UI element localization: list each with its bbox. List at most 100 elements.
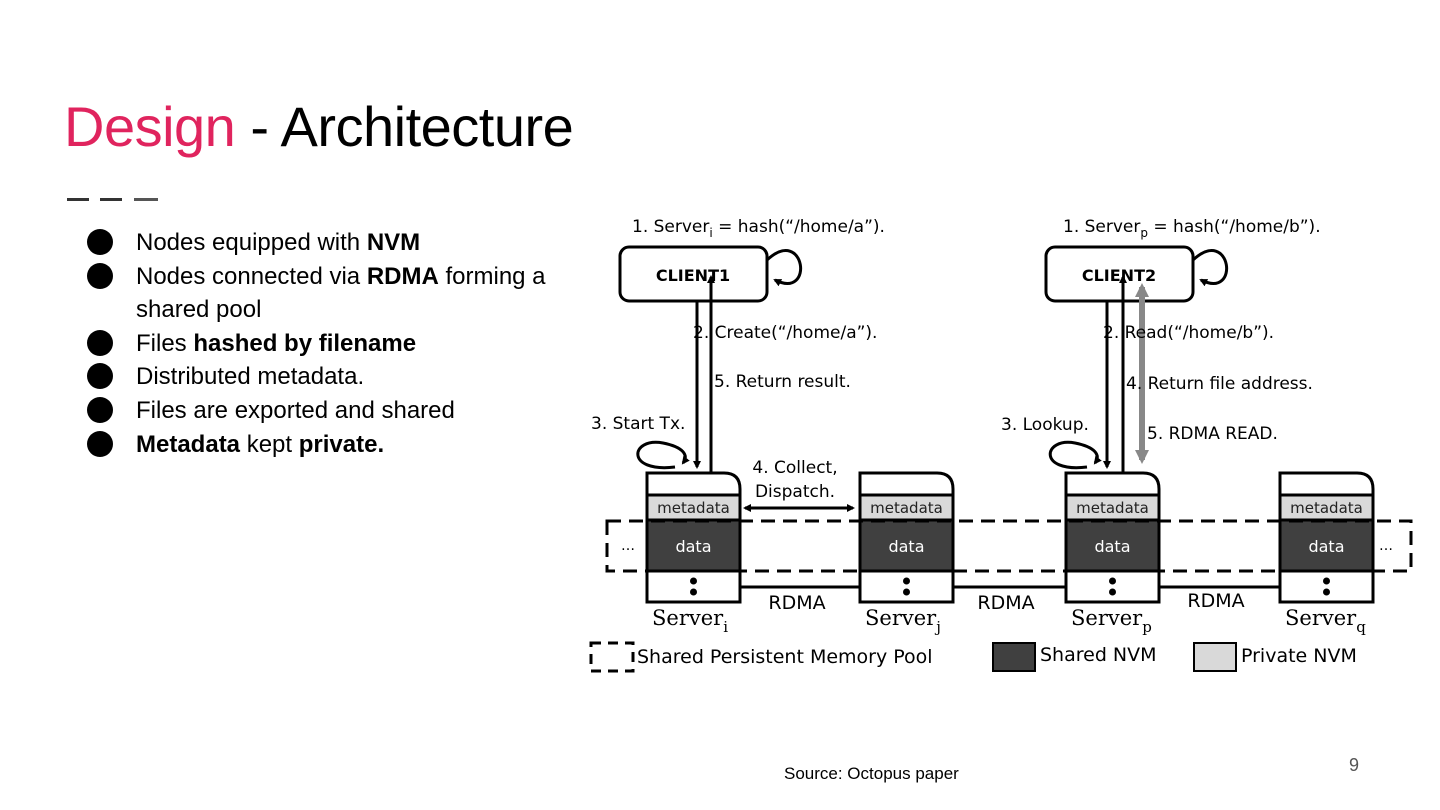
bullet-text: Files <box>136 329 194 357</box>
bullet-text: forming a <box>438 262 546 290</box>
rdma-label-3: RDMA <box>1187 590 1244 612</box>
server-more-block <box>1064 569 1161 604</box>
bullet-dot-icon <box>87 262 113 289</box>
client2-step3-text: 3. Lookup. <box>1001 415 1089 435</box>
legend-private-nvm-label: Private NVM <box>1241 645 1357 667</box>
client2-step2-text: 2. Read(“/home/b”). <box>1103 323 1274 343</box>
data-label: data <box>1094 537 1130 556</box>
data-block <box>645 518 742 573</box>
client1-step5-text: 5. Return result. <box>714 372 851 392</box>
server-p-self-loop-arrow <box>1048 440 1102 470</box>
bullet-text: Files are exported and shared <box>136 396 455 424</box>
collect-label: 4. Collect, <box>752 458 837 478</box>
bullet-text: kept <box>240 430 299 458</box>
rdma-label-1: RDMA <box>768 592 825 614</box>
page-number: 9 <box>1349 755 1360 775</box>
data-label: data <box>888 537 924 556</box>
server-header <box>1064 471 1161 497</box>
shared-memory-pool-box <box>605 519 1413 573</box>
data-label: data <box>1308 537 1344 556</box>
vertical-ellipsis-icon <box>903 577 910 585</box>
bullet-emphasis: NVM <box>366 229 421 256</box>
client2-step5-text: 5. RDMA READ. <box>1147 424 1278 444</box>
metadata-label: metadata <box>1076 499 1149 517</box>
title-separator: - <box>235 95 281 158</box>
client1-step3-text: 3. Start Tx. <box>591 414 685 434</box>
legend-pool-label: Shared Persistent Memory Pool <box>637 646 933 668</box>
client1-label: CLIENT1 <box>656 266 730 285</box>
client2-label: CLIENT2 <box>1082 266 1156 285</box>
pool-ellipsis-left: … <box>621 538 635 554</box>
bullet-emphasis: RDMA <box>366 262 439 290</box>
servers-group: metadatadataServerimetadatadataServerjme… <box>645 471 1375 636</box>
bullet-item: Nodes connected via RDMA forming a shared… <box>86 260 564 327</box>
data-block <box>1278 518 1375 573</box>
bullet-item: Metadata kept private. <box>86 428 564 462</box>
data-label: data <box>675 537 711 556</box>
bullet-dot-icon <box>87 329 113 356</box>
server-i-self-loop-arrow <box>636 440 690 470</box>
server-more-block <box>858 569 955 604</box>
client2-box <box>1044 245 1195 303</box>
server-name: Serverj <box>865 606 941 636</box>
bullet-dot-icon <box>87 229 113 255</box>
metadata-label: metadata <box>657 499 730 517</box>
data-block <box>1064 518 1161 573</box>
server-more-block <box>645 569 742 604</box>
vertical-ellipsis-dot <box>1323 588 1330 596</box>
metadata-block <box>1064 493 1161 522</box>
bullet-dot-icon <box>87 363 113 390</box>
architecture-diagram: 1. Serveri = hash(“/home/a”). CLIENT1 2.… <box>585 205 1425 685</box>
bullet-text: Distributed metadata. <box>136 363 365 391</box>
bullet-dot-icon <box>87 396 113 423</box>
client2-step1-text: 1. Serverp = hash(“/home/b”). <box>1063 217 1321 240</box>
metadata-label: metadata <box>870 499 943 517</box>
client1-step2-text: 2. Create(“/home/a”). <box>693 323 877 343</box>
client1-step1-text: 1. Serveri = hash(“/home/a”). <box>632 217 885 240</box>
bullet-item: Files are exported and shared <box>86 394 564 428</box>
server-header <box>1278 471 1375 497</box>
slide-title: Design - Architecture <box>64 92 574 162</box>
vertical-ellipsis-dot <box>903 588 910 596</box>
server-header <box>645 471 742 497</box>
legend-pool-swatch <box>589 641 635 673</box>
rdma-label-2: RDMA <box>977 592 1034 614</box>
bullet-dot-icon <box>87 430 113 457</box>
bullet-text: Nodes equipped with <box>136 229 367 256</box>
title-accent: Design <box>64 95 236 158</box>
bullet-text: Nodes connected via <box>136 262 367 290</box>
server-more-block <box>1278 569 1375 604</box>
server-name: Serverp <box>1071 606 1152 636</box>
title-main: Architecture <box>280 95 574 158</box>
vertical-ellipsis-icon <box>1109 577 1116 585</box>
bullet-emphasis: Metadata <box>136 430 241 458</box>
dispatch-label: Dispatch. <box>755 482 835 502</box>
legend: Shared Persistent Memory Pool Shared NVM… <box>589 641 1357 673</box>
client2-group: 1. Serverp = hash(“/home/b”). CLIENT2 2.… <box>1001 217 1321 473</box>
vertical-ellipsis-icon <box>690 577 697 585</box>
bullet-item: Nodes equipped with NVM <box>86 226 564 260</box>
vertical-ellipsis-dot <box>690 588 697 596</box>
bullet-continuation: shared pool <box>136 296 262 324</box>
bullet-emphasis: hashed by filename <box>193 329 417 357</box>
server-name: Serveri <box>652 606 728 636</box>
source-caption: Source: Octopus paper <box>784 764 959 783</box>
pool-ellipsis-right: … <box>1379 538 1393 554</box>
metadata-block <box>1278 493 1375 522</box>
vertical-ellipsis-icon <box>1323 577 1330 585</box>
client2-step4-text: 4. Return file address. <box>1126 374 1313 394</box>
client1-box <box>618 245 769 303</box>
vertical-ellipsis-dot <box>1109 588 1116 596</box>
legend-shared-nvm-swatch <box>992 642 1036 672</box>
bullet-item: Distributed metadata. <box>86 360 564 394</box>
legend-private-nvm-swatch <box>1193 642 1237 672</box>
bullet-emphasis: private. <box>298 430 385 458</box>
client1-self-loop-arrow <box>765 249 803 287</box>
client1-group: 1. Serveri = hash(“/home/a”). CLIENT1 2.… <box>591 217 885 473</box>
metadata-label: metadata <box>1290 499 1363 517</box>
